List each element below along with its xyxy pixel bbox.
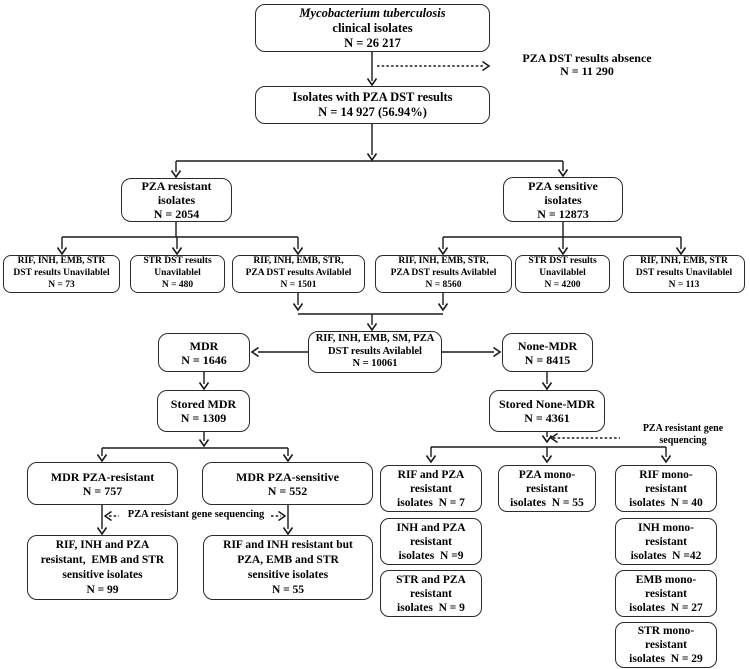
node-res-dst-available: RIF, INH, EMB, STR, PZA DST results Avil… [232, 255, 365, 293]
node-mdr-pza-sensitive: MDR PZA-sensitive N = 552 [202, 462, 373, 505]
node-stored-mdr: Stored MDR N = 1309 [157, 390, 250, 432]
node-stored-none-mdr: Stored None-MDR N = 4361 [489, 390, 605, 432]
node-inh-mono-resistant: INH mono- resistant isolates N =42 [615, 518, 717, 565]
node-str-pza-resistant: STR and PZA resistant isolates N = 9 [380, 570, 482, 617]
node-stored-mdr-label: Stored MDR N = 1309 [170, 397, 237, 425]
node-emb-mono-resistant: EMB mono- resistant isolates N = 27 [615, 570, 717, 617]
node-mdr-pza-resistant: MDR PZA-resistant N = 757 [27, 462, 178, 505]
node-none-mdr: None-MDR N = 8415 [502, 333, 593, 372]
label-pza-gene-sequencing-right: PZA resistant gene sequencing [642, 423, 724, 446]
node-sen-dst-unavailable-label: RIF, INH, EMB, STR DST results Unavilabl… [635, 256, 733, 290]
label-pza-gene-sequencing-mid: PZA resistant gene sequencing [127, 509, 265, 520]
node-sen-dst-unavailable: RIF, INH, EMB, STR DST results Unavilabl… [623, 255, 745, 293]
node-rif-inh-pza-resistant: RIF, INH and PZA resistant, EMB and STR … [27, 535, 178, 600]
node-rif-pza-resistant-label: RIF and PZA resistant isolates N = 7 [397, 468, 465, 509]
node-none-mdr-label: None-MDR N = 8415 [517, 338, 578, 367]
node-inh-pza-resistant: INH and PZA resistant isolates N =9 [380, 518, 482, 565]
node-clinical-isolates-label: clinical isolates N = 26 217 [332, 20, 413, 50]
node-str-mono-resistant-label: STR mono- resistant isolates N = 29 [629, 625, 703, 665]
node-res-dst-available-label: RIF, INH, EMB, STR, PZA DST results Avil… [245, 256, 352, 290]
node-rif-inh-resistant-pza-sensitive-label: RIF and INH resistant but PZA, EMB and S… [223, 538, 353, 596]
node-isolates-with-pza-dst: Isolates with PZA DST results N = 14 927… [255, 86, 490, 124]
node-mdr-pza-sensitive-label: MDR PZA-sensitive N = 552 [236, 469, 339, 498]
node-rif-pza-resistant: RIF and PZA resistant isolates N = 7 [380, 465, 482, 512]
node-rif-inh-resistant-pza-sensitive: RIF and INH resistant but PZA, EMB and S… [203, 535, 373, 600]
node-pza-mono-resistant-label: PZA mono- resistant isolates N = 55 [510, 468, 584, 509]
label-pza-dst-absence: PZA DST results absence N = 11 290 [522, 51, 652, 78]
node-mdr-pza-resistant-label: MDR PZA-resistant N = 757 [50, 469, 155, 498]
node-all-dst-available: RIF, INH, EMB, SM, PZA DST results Avila… [308, 331, 442, 373]
node-pza-mono-resistant: PZA mono- resistant isolates N = 55 [498, 465, 596, 512]
node-sen-dst-available: RIF, INH, EMB, STR, PZA DST results Avil… [375, 255, 512, 293]
node-all-dst-available-label: RIF, INH, EMB, SM, PZA DST results Avila… [315, 333, 435, 370]
node-clinical-isolates: Mycobacterium tuberculosis clinical isol… [255, 4, 490, 52]
node-clinical-isolates-species: Mycobacterium tuberculosis [299, 5, 446, 20]
node-str-mono-resistant: STR mono- resistant isolates N = 29 [615, 622, 717, 668]
node-rif-inh-pza-resistant-label: RIF, INH and PZA resistant, EMB and STR … [40, 538, 165, 596]
node-pza-sensitive: PZA sensitive isolates N = 12873 [503, 177, 623, 222]
node-sen-str-unavailable-label: STR DST results Unavilablel N = 4200 [528, 256, 597, 290]
node-mdr-label: MDR N = 1646 [181, 338, 227, 367]
node-res-dst-unavailable-label: RIF, INH, EMB, STR DST results Unavilabl… [13, 256, 110, 290]
node-mdr: MDR N = 1646 [158, 333, 250, 372]
node-pza-resistant: PZA resistant isolates N = 2054 [121, 178, 232, 222]
node-str-pza-resistant-label: STR and PZA resistant isolates N = 9 [396, 573, 466, 614]
node-res-str-unavailable-label: STR DST results Unavilablel N = 480 [143, 256, 212, 290]
node-sen-dst-available-label: RIF, INH, EMB, STR, PZA DST results Avil… [390, 256, 497, 290]
node-stored-none-mdr-label: Stored None-MDR N = 4361 [498, 397, 596, 425]
node-emb-mono-resistant-label: EMB mono- resistant isolates N = 27 [629, 573, 703, 614]
node-rif-mono-resistant: RIF mono- resistant isolates N = 40 [615, 465, 717, 512]
node-inh-mono-resistant-label: INH mono- resistant isolates N =42 [630, 521, 702, 562]
node-pza-resistant-label: PZA resistant isolates N = 2054 [141, 179, 212, 221]
node-res-str-unavailable: STR DST results Unavilablel N = 480 [130, 255, 225, 293]
node-inh-pza-resistant-label: INH and PZA resistant isolates N =9 [396, 521, 466, 562]
node-pza-sensitive-label: PZA sensitive isolates N = 12873 [528, 178, 598, 221]
node-rif-mono-resistant-label: RIF mono- resistant isolates N = 40 [629, 468, 703, 509]
node-sen-str-unavailable: STR DST results Unavilablel N = 4200 [515, 255, 610, 293]
node-isolates-with-pza-dst-label: Isolates with PZA DST results N = 14 927… [292, 90, 453, 119]
node-res-dst-unavailable: RIF, INH, EMB, STR DST results Unavilabl… [3, 255, 120, 293]
